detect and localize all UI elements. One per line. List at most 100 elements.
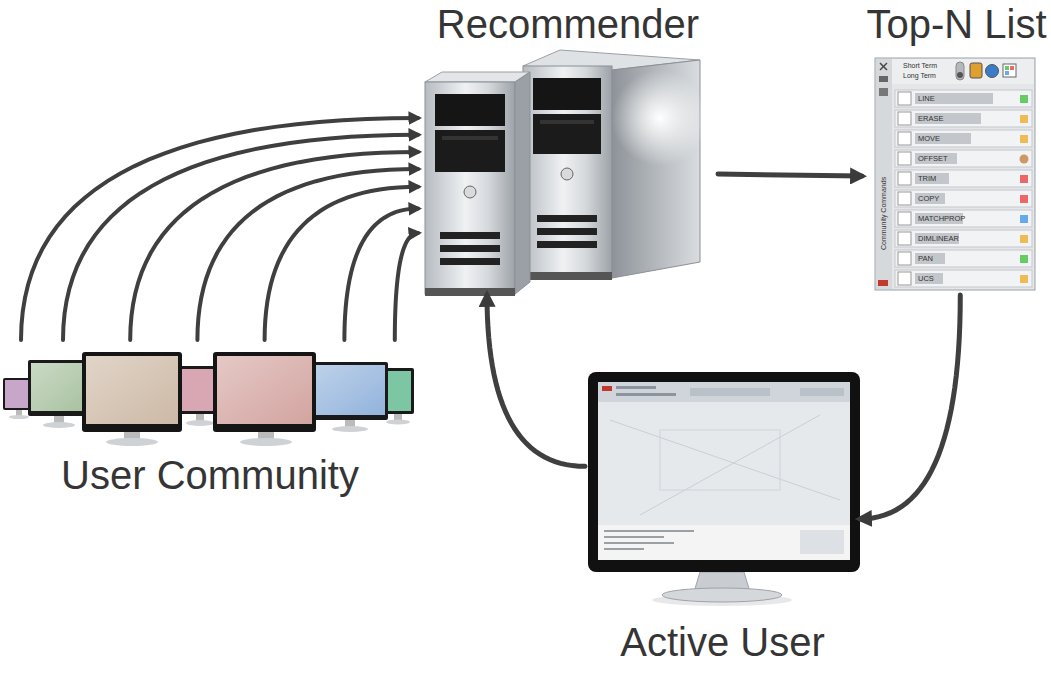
community-monitor	[213, 352, 316, 446]
community-monitor-part	[217, 356, 312, 424]
server-tower-part	[540, 120, 594, 124]
community-monitor-part	[312, 362, 388, 420]
server-tower-part	[533, 114, 601, 154]
server-tower-part	[435, 130, 505, 172]
command-row-part	[915, 133, 971, 144]
server-tower-part	[561, 168, 573, 180]
command-row-part	[1020, 235, 1028, 243]
command-row-part	[895, 170, 1032, 187]
flow-arrow	[130, 152, 418, 340]
command-row-part	[915, 113, 981, 124]
active-monitor-part	[588, 372, 860, 572]
community-monitor	[28, 360, 88, 428]
community-monitor-part	[213, 352, 316, 432]
command-row-part	[1020, 215, 1028, 223]
community-node: User Community	[0, 340, 420, 495]
node-label: Top-N List	[866, 4, 1046, 44]
command-row-part	[898, 192, 911, 205]
command-panel-part	[957, 72, 963, 78]
flow-arrow	[860, 295, 960, 519]
command-panel-part	[970, 63, 982, 78]
active-monitor-part	[662, 588, 782, 602]
command-row-part	[895, 150, 1032, 167]
command-row-part	[915, 233, 959, 244]
command-row-part	[898, 212, 911, 225]
command-row-part	[1020, 135, 1028, 143]
command-name: ERASE	[918, 115, 943, 123]
server-tower-part	[440, 258, 500, 265]
community-monitor-part	[86, 356, 178, 424]
list-node: Top-N List	[862, 0, 1051, 295]
server-tower	[425, 72, 530, 296]
flow-arrow	[21, 118, 418, 340]
active-monitor-part	[604, 548, 644, 550]
command-row-part	[1020, 195, 1028, 203]
command-row-part	[895, 230, 1032, 247]
active-monitor	[588, 372, 860, 606]
community-monitor-part	[106, 438, 158, 446]
command-name: DIMLINEAR	[918, 235, 959, 243]
flow-arrow	[63, 135, 418, 340]
server-tower-part	[425, 72, 530, 82]
command-row-part	[1020, 175, 1028, 183]
server-tower-part	[537, 241, 597, 248]
community-monitor-part	[28, 360, 88, 416]
community-monitor-part	[315, 365, 385, 415]
server-tower-part	[464, 186, 476, 198]
command-row-part	[1020, 95, 1028, 103]
command-name: Long Term	[903, 72, 936, 79]
active-monitor-part	[800, 530, 844, 554]
community-monitor-part	[82, 352, 182, 432]
active-monitor-part	[690, 388, 770, 396]
command-panel-part	[1005, 71, 1009, 75]
community-monitor-part	[217, 356, 312, 424]
community-monitor-part	[31, 363, 85, 411]
command-row-part	[1020, 155, 1029, 164]
server-tower-part	[425, 82, 515, 294]
command-panel-part	[892, 59, 1034, 84]
server-tower-part	[523, 272, 612, 280]
command-name: TRIM	[918, 175, 936, 183]
command-row-part	[895, 210, 1032, 227]
flow-arrow	[487, 295, 585, 466]
server-tower-part	[523, 66, 612, 278]
command-row-part	[915, 213, 963, 224]
community-monitor-part	[186, 420, 214, 426]
server-tower	[523, 50, 708, 280]
command-row-part	[898, 132, 911, 145]
command-row-part	[898, 172, 911, 185]
command-row-part	[895, 190, 1032, 207]
command-name: OFFSET	[918, 155, 948, 163]
command-name: Short Term	[903, 62, 937, 69]
command-row-part	[1020, 275, 1028, 283]
active-monitor-part	[604, 542, 674, 544]
command-row-part	[895, 130, 1032, 147]
command-row	[895, 90, 1032, 287]
command-panel-part	[1003, 64, 1016, 77]
node-label: Active User	[620, 622, 825, 662]
community-monitor-part	[86, 356, 178, 424]
server-node: Recommender	[418, 0, 718, 295]
community-monitor	[82, 352, 182, 446]
active-monitor-part	[616, 386, 656, 389]
active-monitor-part	[616, 393, 676, 396]
community-monitor-part	[43, 422, 75, 428]
command-row-part	[915, 193, 945, 204]
community-monitor	[312, 362, 388, 432]
server-tower-part	[435, 94, 505, 126]
server-tower-part	[515, 72, 530, 294]
command-name: PAN	[918, 255, 933, 263]
server-tower-part	[537, 215, 597, 222]
command-panel-part	[1005, 66, 1009, 70]
community-monitor-part	[240, 438, 292, 446]
command-row-part	[898, 112, 911, 125]
command-name: MATCHPROP	[918, 215, 965, 223]
command-row-part	[895, 250, 1032, 267]
command-row-part	[898, 232, 911, 245]
command-row-part	[895, 270, 1032, 287]
server-tower-part	[442, 136, 498, 140]
server-tower-part	[533, 78, 601, 110]
